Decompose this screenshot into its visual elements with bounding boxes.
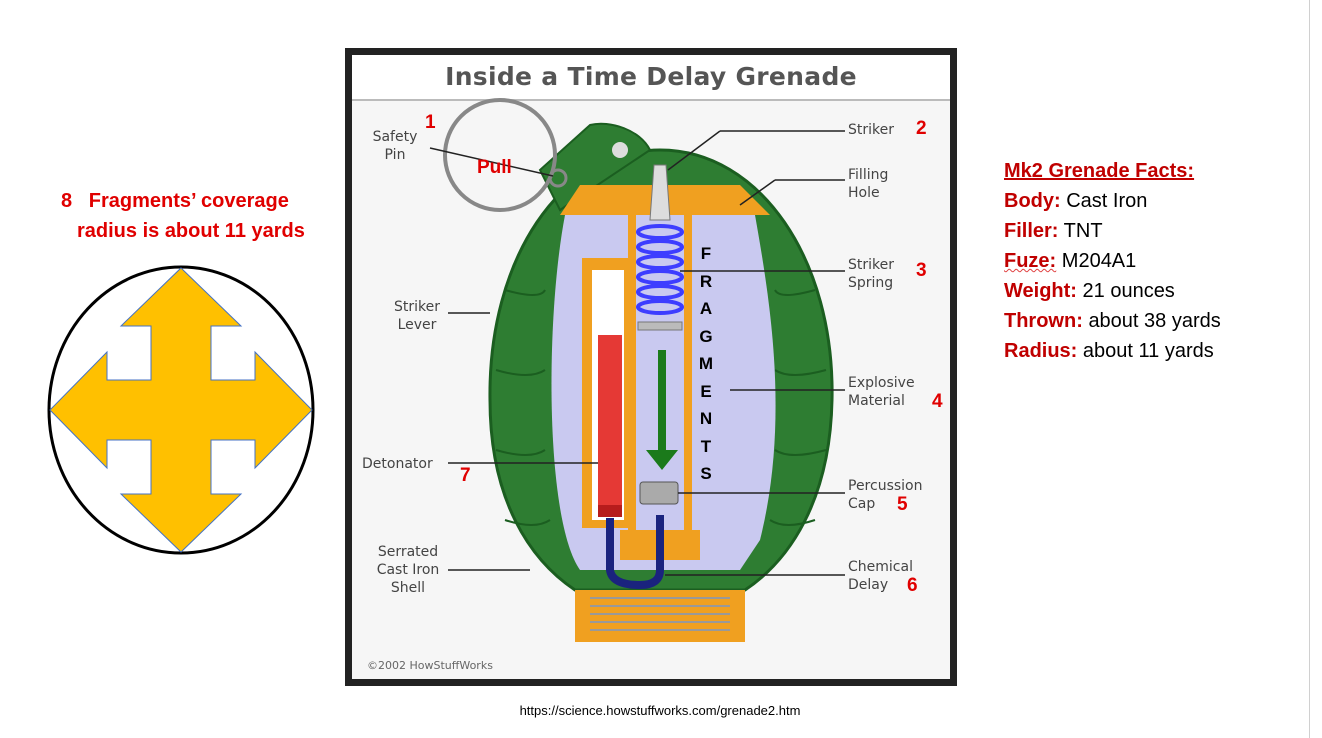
- letter: S: [700, 464, 712, 483]
- label-safety-pin: Safety Pin: [372, 129, 418, 163]
- four-way-arrow: [49, 267, 313, 553]
- fact-row: Filler: TNT: [1004, 220, 1103, 242]
- source-url[interactable]: https://science.howstuffworks.com/grenad…: [519, 703, 801, 718]
- fragments-vertical-text: F R A G M E N T S: [697, 240, 715, 488]
- label-striker: Striker: [848, 122, 894, 138]
- letter: R: [699, 271, 713, 291]
- pull-label: Pull: [477, 157, 512, 178]
- label-serrated-shell: Serrated Cast Iron Shell: [376, 544, 440, 596]
- chemical-delay: [606, 515, 664, 590]
- letter: T: [700, 436, 712, 456]
- label-striker-lever: Striker Lever: [394, 299, 440, 333]
- number-3: 3: [916, 260, 927, 281]
- coverage-caption-line2: radius is about 11 yards: [77, 220, 305, 242]
- fact-row: Weight: 21 ounces: [1004, 280, 1175, 302]
- coverage-caption-line1: 8 Fragments’ coverage: [61, 190, 289, 212]
- fact-row: Fuze: M204A1: [1004, 250, 1137, 272]
- label-chemical-delay: Chemical Delay: [848, 559, 913, 593]
- facts-heading: Mk2 Grenade Facts:: [1004, 160, 1195, 182]
- letter: A: [699, 299, 713, 318]
- diagram-title: Inside a Time Delay Grenade: [445, 62, 857, 91]
- number-5: 5: [897, 494, 908, 515]
- grenade-diagram: [443, 98, 834, 642]
- slide-edge: [1309, 0, 1310, 738]
- striker-spring: [636, 224, 684, 315]
- percussion-cap: [639, 481, 679, 505]
- number-4: 4: [932, 391, 943, 412]
- number-6: 6: [907, 575, 918, 596]
- label-explosive-material: Explosive Material: [848, 375, 915, 409]
- fact-row: Thrown: about 38 yards: [1004, 310, 1221, 332]
- label-filling-hole: Filling Hole: [848, 167, 889, 201]
- facts-panel: Mk2 Grenade Facts: Body: Cast Iron Fille…: [1004, 156, 1221, 366]
- label-detonator: Detonator: [362, 456, 433, 472]
- leader-lines: [429, 130, 845, 576]
- detonator: [598, 335, 622, 505]
- letter: M: [698, 354, 714, 373]
- label-percussion-cap: Percussion Cap: [848, 478, 923, 512]
- number-1: 1: [425, 112, 436, 133]
- copyright: ©2002 HowStuffWorks: [367, 659, 493, 672]
- letter: E: [700, 381, 712, 401]
- number-7: 7: [460, 465, 471, 486]
- safety-pin-ring: [443, 98, 557, 212]
- fact-row: Radius: about 11 yards: [1004, 340, 1214, 362]
- number-2: 2: [916, 118, 927, 139]
- label-striker-spring: Striker Spring: [848, 257, 894, 291]
- striker: [649, 164, 671, 221]
- fact-row: Body: Cast Iron: [1004, 190, 1148, 212]
- letter: G: [699, 326, 713, 346]
- letter: N: [699, 409, 713, 428]
- letter: F: [700, 244, 712, 263]
